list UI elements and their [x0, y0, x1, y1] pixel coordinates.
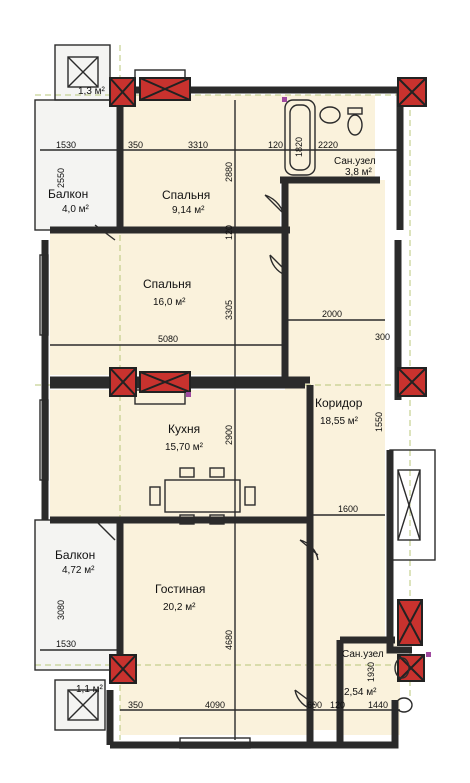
- floor-bedroom-large: [50, 230, 290, 375]
- dim-4680: 4680: [224, 630, 234, 650]
- marker-icon: [426, 652, 431, 657]
- balcony-upper-name: Балкон: [48, 187, 88, 201]
- toilet-icon: [347, 107, 363, 136]
- balcony-top-area: 1,3 м²: [78, 86, 106, 97]
- dim-120-mid: 120: [224, 225, 234, 240]
- balcony-upper-area: 4,0 м²: [62, 204, 90, 215]
- dim-1530-top: 1530: [56, 140, 76, 150]
- bathtub-icon: [284, 99, 316, 176]
- dim-2900: 2900: [224, 425, 234, 445]
- floor-balcony-bottom: [55, 680, 105, 730]
- floor-bathroom-bottom: [340, 640, 400, 735]
- corridor-name: Коридор: [315, 396, 363, 410]
- dim-1550: 1550: [374, 412, 384, 432]
- column-icon: [397, 77, 427, 107]
- marker-icon: [282, 97, 287, 102]
- dim-600: 600: [307, 700, 322, 710]
- dim-350-bottom: 350: [128, 700, 143, 710]
- column-icon: [109, 77, 136, 107]
- dim-1440: 1440: [368, 700, 388, 710]
- dim-2880: 2880: [224, 162, 234, 182]
- dim-120-bottom: 120: [330, 700, 345, 710]
- kitchen-area: 15,70 м²: [165, 442, 204, 453]
- marker-icon: [186, 392, 191, 397]
- floor-kitchen: [50, 390, 310, 520]
- column-icon: [109, 654, 137, 684]
- bathroom-bottom-area: 2,54 м²: [344, 687, 377, 698]
- dim-1600: 1600: [338, 504, 358, 514]
- column-icon: [139, 371, 191, 393]
- living-room-area: 20,2 м²: [163, 602, 196, 613]
- dim-1930: 1930: [366, 662, 376, 682]
- bedroom-large-name: Спальня: [143, 277, 191, 291]
- doors: [94, 194, 319, 711]
- sink-icon: [319, 106, 341, 124]
- columns: [109, 77, 427, 684]
- balcony-outlines: [34, 44, 436, 731]
- column-icon: [139, 77, 191, 101]
- living-room-name: Гостиная: [155, 582, 205, 596]
- dimension-lines: [40, 100, 400, 740]
- floor-living: [120, 520, 310, 735]
- column-icon: [397, 599, 423, 646]
- floor-balcony-left-upper: [35, 100, 120, 230]
- dim-4090: 4090: [205, 700, 225, 710]
- bathroom-top-name: Сан.узел: [334, 156, 376, 167]
- dimension-labels: 1530 350 3310 120 2220 1820 2550 2880 12…: [56, 137, 390, 710]
- dim-1820: 1820: [294, 137, 304, 157]
- dim-300: 300: [375, 332, 390, 342]
- column-icon: [397, 367, 427, 397]
- dim-350-top: 350: [128, 140, 143, 150]
- room-labels: 1,3 м² Балкон 4,0 м² Спальня 9,14 м² Сан…: [48, 86, 384, 698]
- balcony-lower-area: 4,72 м²: [62, 565, 95, 576]
- dim-3080: 3080: [56, 600, 66, 620]
- dim-5080: 5080: [158, 334, 178, 344]
- dining-table-icon: [149, 467, 256, 525]
- sink-icon: [395, 697, 413, 713]
- bathroom-bottom-name: Сан.узел: [342, 649, 384, 660]
- floor-balcony-left-lower: [35, 520, 120, 670]
- dim-120-top: 120: [268, 140, 283, 150]
- dim-3305: 3305: [224, 300, 234, 320]
- bedroom-large-area: 16,0 м²: [153, 297, 186, 308]
- floor-bathroom-top: [280, 95, 375, 180]
- kitchen-name: Кухня: [168, 422, 200, 436]
- bedroom-small-name: Спальня: [162, 188, 210, 202]
- floor-bedroom-small: [120, 95, 280, 230]
- balcony-lower-name: Балкон: [55, 548, 95, 562]
- bathroom-top-area: 3,8 м²: [345, 167, 373, 178]
- toilet-icon: [394, 657, 410, 679]
- column-icon: [109, 367, 137, 397]
- bedroom-small-area: 9,14 м²: [172, 205, 205, 216]
- corridor-area: 18,55 м²: [320, 416, 359, 427]
- balcony-bottom-area: 1,1 м²: [76, 684, 104, 695]
- column-icon: [397, 654, 425, 682]
- dim-2220: 2220: [318, 140, 338, 150]
- dim-2550: 2550: [56, 168, 66, 188]
- dim-2000: 2000: [322, 309, 342, 319]
- dim-1530-bottom: 1530: [56, 639, 76, 649]
- dim-3310: 3310: [188, 140, 208, 150]
